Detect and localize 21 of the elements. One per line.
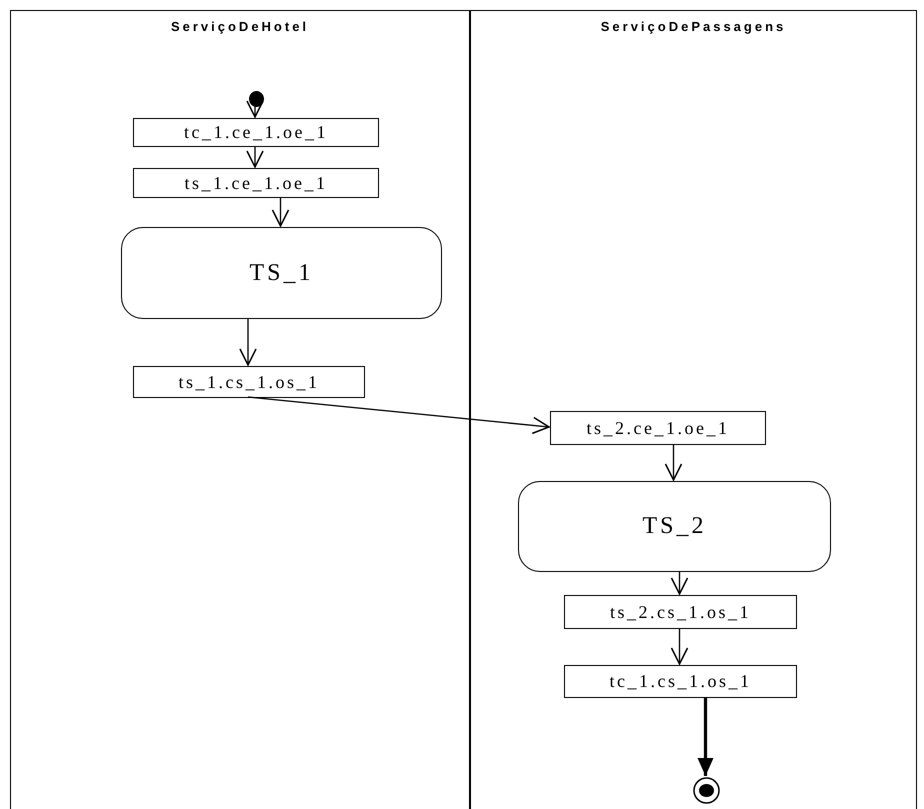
arrow — [246, 146, 264, 168]
swimlane — [470, 10, 917, 809]
object-box: ts_2.cs_1.os_1 — [564, 595, 797, 629]
arrow — [664, 444, 682, 481]
object-box: ts_1.ce_1.oe_1 — [133, 168, 379, 198]
object-box: tc_1.ce_1.oe_1 — [133, 118, 379, 147]
arrow — [698, 697, 714, 776]
arrow — [246, 100, 264, 118]
arrow — [272, 197, 290, 227]
object-box: ts_1.cs_1.os_1 — [133, 366, 365, 398]
action-box: TS_1 — [121, 227, 442, 319]
arrow — [239, 318, 257, 366]
arrow — [670, 571, 688, 595]
arrow — [670, 628, 688, 665]
object-box: tc_1.cs_1.os_1 — [564, 665, 797, 698]
arrow — [248, 396, 550, 434]
lane-title: ServiçoDePassagens — [600, 19, 788, 34]
object-box: ts_2.ce_1.oe_1 — [550, 411, 766, 445]
swimlane — [10, 10, 470, 809]
lane-title: ServiçoDeHotel — [170, 19, 310, 34]
action-box: TS_2 — [518, 481, 831, 572]
